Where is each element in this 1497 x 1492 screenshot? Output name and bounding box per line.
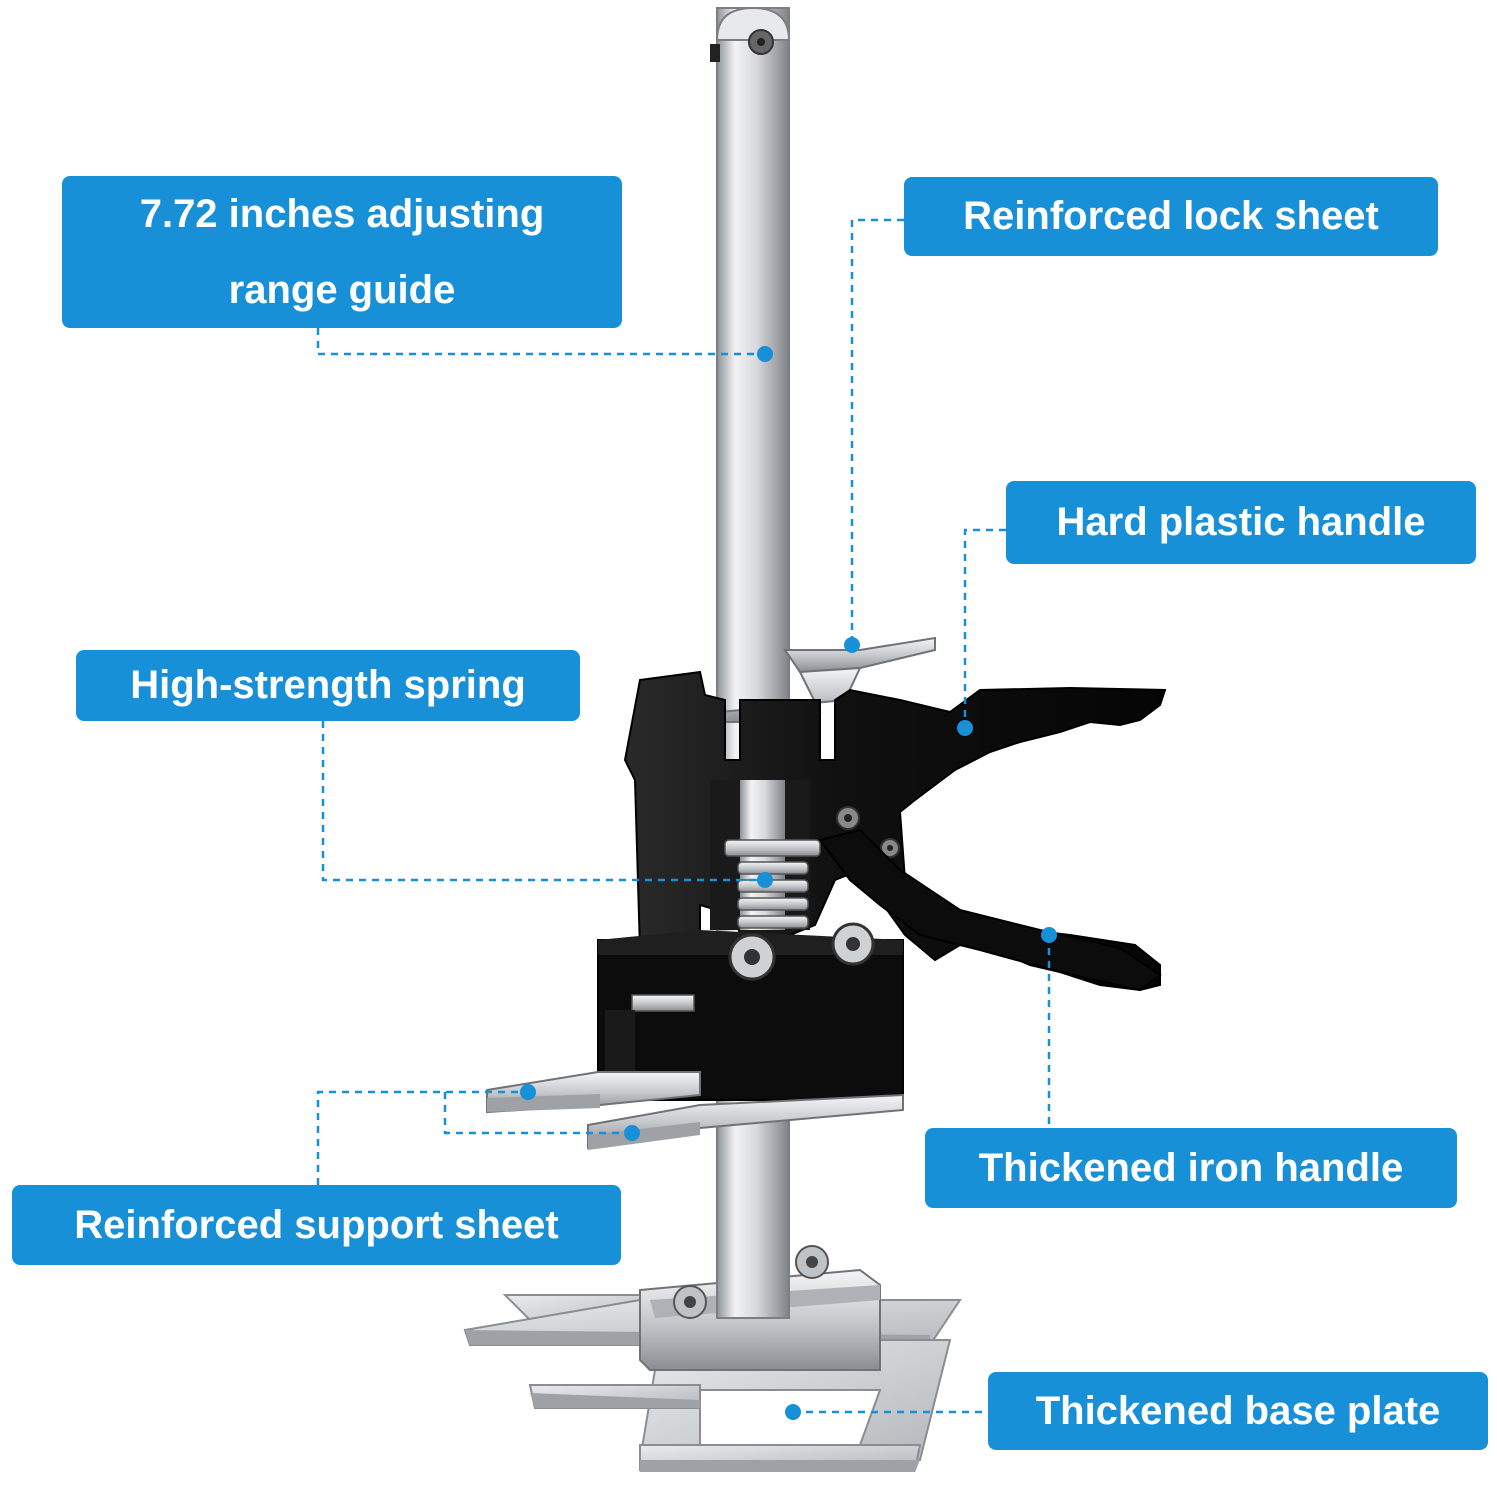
label-base-plate: Thickened base plate (988, 1372, 1488, 1450)
label-lock-sheet-text: Reinforced lock sheet (963, 194, 1379, 238)
label-iron-handle: Thickened iron handle (925, 1128, 1457, 1208)
label-support-sheet-text: Reinforced support sheet (74, 1202, 559, 1247)
leader-lines (316, 218, 1051, 1414)
label-spring-text: High-strength spring (130, 663, 526, 707)
label-range-guide-line2: range guide (228, 268, 456, 312)
label-spring: High-strength spring (76, 650, 580, 721)
label-range-guide-line1: 7.72 inches adjusting (139, 192, 545, 236)
spring (724, 839, 821, 929)
clamp-body (623, 670, 1167, 992)
label-plastic-handle-text: Hard plastic handle (1056, 500, 1426, 544)
support-sheet (486, 1071, 904, 1150)
label-lock-sheet: Reinforced lock sheet (904, 177, 1438, 256)
label-iron-handle-text: Thickened iron handle (978, 1145, 1404, 1190)
label-support-sheet: Reinforced support sheet (12, 1185, 621, 1265)
label-plastic-handle: Hard plastic handle (1006, 481, 1476, 564)
label-range-guide: 7.72 inches adjusting range guide (62, 176, 622, 328)
leader-dots (520, 346, 1057, 1420)
label-base-plate-text: Thickened base plate (1035, 1388, 1441, 1433)
